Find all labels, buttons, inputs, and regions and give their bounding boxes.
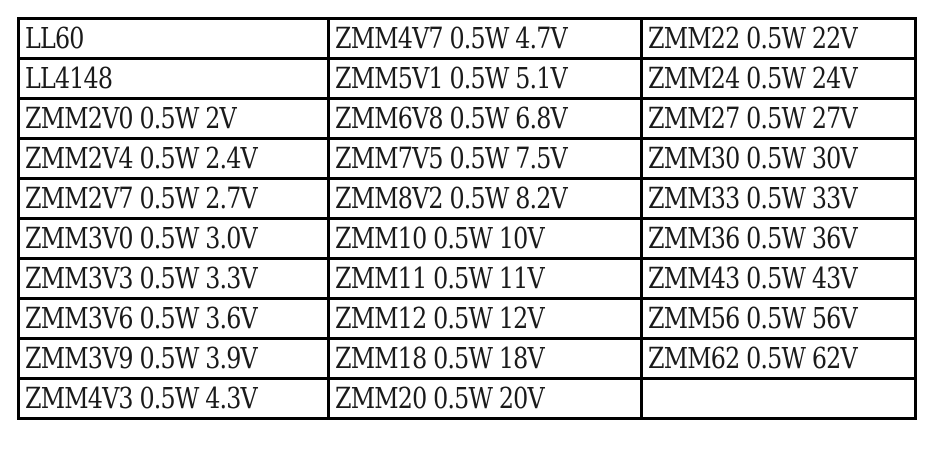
part-spec-text: ZMM11 0.5W 11V xyxy=(335,261,545,295)
part-spec-text: ZMM4V3 0.5W 4.3V xyxy=(25,381,258,415)
table-cell: ZMM10 0.5W 10V xyxy=(327,217,643,260)
table-cell: ZMM3V9 0.5W 3.9V xyxy=(17,337,330,380)
part-spec-text: ZMM8V2 0.5W 8.2V xyxy=(335,181,568,215)
part-spec-text: LL60 xyxy=(25,21,84,55)
part-spec-text: ZMM2V4 0.5W 2.4V xyxy=(25,141,258,175)
part-spec-text: ZMM12 0.5W 12V xyxy=(335,301,545,335)
part-spec-text: ZMM6V8 0.5W 6.8V xyxy=(335,101,568,135)
part-spec-text: ZMM24 0.5W 24V xyxy=(648,61,858,95)
table-cell: ZMM62 0.5W 62V xyxy=(640,337,917,380)
table-cell: ZMM18 0.5W 18V xyxy=(327,337,643,380)
table-row: LL4148 ZMM5V1 0.5W 5.1V ZMM24 0.5W 24V xyxy=(17,57,917,100)
table-cell: ZMM12 0.5W 12V xyxy=(327,297,643,340)
part-spec-text: ZMM2V7 0.5W 2.7V xyxy=(25,181,258,215)
table-cell: ZMM33 0.5W 33V xyxy=(640,177,917,220)
table-cell: ZMM4V7 0.5W 4.7V xyxy=(327,17,643,60)
table-row: ZMM2V4 0.5W 2.4V ZMM7V5 0.5W 7.5V ZMM30 0.… xyxy=(17,137,917,180)
part-spec-text: ZMM3V9 0.5W 3.9V xyxy=(25,341,258,375)
table-cell: ZMM20 0.5W 20V xyxy=(327,377,643,420)
part-spec-text: ZMM62 0.5W 62V xyxy=(648,341,858,375)
table-cell: ZMM36 0.5W 36V xyxy=(640,217,917,260)
table-cell: ZMM2V0 0.5W 2V xyxy=(17,97,330,140)
table-cell: ZMM43 0.5W 43V xyxy=(640,257,917,300)
table-cell: LL4148 xyxy=(17,57,330,100)
part-spec-text: ZMM56 0.5W 56V xyxy=(648,301,858,335)
table-cell: ZMM30 0.5W 30V xyxy=(640,137,917,180)
table-cell: ZMM4V3 0.5W 4.3V xyxy=(17,377,330,420)
table-cell: ZMM2V4 0.5W 2.4V xyxy=(17,137,330,180)
part-spec-text: ZMM30 0.5W 30V xyxy=(648,141,858,175)
table-cell: ZMM22 0.5W 22V xyxy=(640,17,917,60)
table-cell: ZMM3V3 0.5W 3.3V xyxy=(17,257,330,300)
table-row: ZMM2V7 0.5W 2.7V ZMM8V2 0.5W 8.2V ZMM33 0.… xyxy=(17,177,917,220)
table-cell: ZMM27 0.5W 27V xyxy=(640,97,917,140)
part-spec-text: ZMM18 0.5W 18V xyxy=(335,341,545,375)
table-row: ZMM3V9 0.5W 3.9V ZMM18 0.5W 18V ZMM62 0.5W… xyxy=(17,337,917,380)
table-cell: LL60 xyxy=(17,17,330,60)
part-spec-text: ZMM27 0.5W 27V xyxy=(648,101,858,135)
table-cell: ZMM24 0.5W 24V xyxy=(640,57,917,100)
table-cell: ZMM5V1 0.5W 5.1V xyxy=(327,57,643,100)
table-cell: ZMM6V8 0.5W 6.8V xyxy=(327,97,643,140)
table-row: LL60 ZMM4V7 0.5W 4.7V ZMM22 0.5W 22V xyxy=(17,17,917,60)
part-spec-text: ZMM10 0.5W 10V xyxy=(335,221,545,255)
table-row: ZMM3V3 0.5W 3.3V ZMM11 0.5W 11V ZMM43 0.5W… xyxy=(17,257,917,300)
table-cell: ZMM56 0.5W 56V xyxy=(640,297,917,340)
table-cell xyxy=(640,377,917,420)
part-spec-text: ZMM3V6 0.5W 3.6V xyxy=(25,301,258,335)
table-row: ZMM3V0 0.5W 3.0V ZMM10 0.5W 10V ZMM36 0.5W… xyxy=(17,217,917,260)
part-spec-text: ZMM36 0.5W 36V xyxy=(648,221,858,255)
table-row: ZMM4V3 0.5W 4.3V ZMM20 0.5W 20V xyxy=(17,377,917,420)
part-spec-text: ZMM43 0.5W 43V xyxy=(648,261,858,295)
part-spec-text: ZMM2V0 0.5W 2V xyxy=(25,101,237,135)
table-cell: ZMM11 0.5W 11V xyxy=(327,257,643,300)
part-spec-text: ZMM22 0.5W 22V xyxy=(648,21,858,55)
part-spec-text: ZMM4V7 0.5W 4.7V xyxy=(335,21,568,55)
part-spec-text: ZMM33 0.5W 33V xyxy=(648,181,858,215)
table-cell: ZMM7V5 0.5W 7.5V xyxy=(327,137,643,180)
table-cell: ZMM8V2 0.5W 8.2V xyxy=(327,177,643,220)
part-spec-text: ZMM20 0.5W 20V xyxy=(335,381,545,415)
table-cell: ZMM3V6 0.5W 3.6V xyxy=(17,297,330,340)
part-spec-text: ZMM3V3 0.5W 3.3V xyxy=(25,261,258,295)
part-spec-text: LL4148 xyxy=(25,61,113,95)
table-cell: ZMM3V0 0.5W 3.0V xyxy=(17,217,330,260)
table-cell: ZMM2V7 0.5W 2.7V xyxy=(17,177,330,220)
part-spec-text: ZMM5V1 0.5W 5.1V xyxy=(335,61,568,95)
part-spec-text: ZMM3V0 0.5W 3.0V xyxy=(25,221,258,255)
table-row: ZMM2V0 0.5W 2V ZMM6V8 0.5W 6.8V ZMM27 0.5W… xyxy=(17,97,917,140)
table-row: ZMM3V6 0.5W 3.6V ZMM12 0.5W 12V ZMM56 0.5W… xyxy=(17,297,917,340)
part-spec-text: ZMM7V5 0.5W 7.5V xyxy=(335,141,568,175)
